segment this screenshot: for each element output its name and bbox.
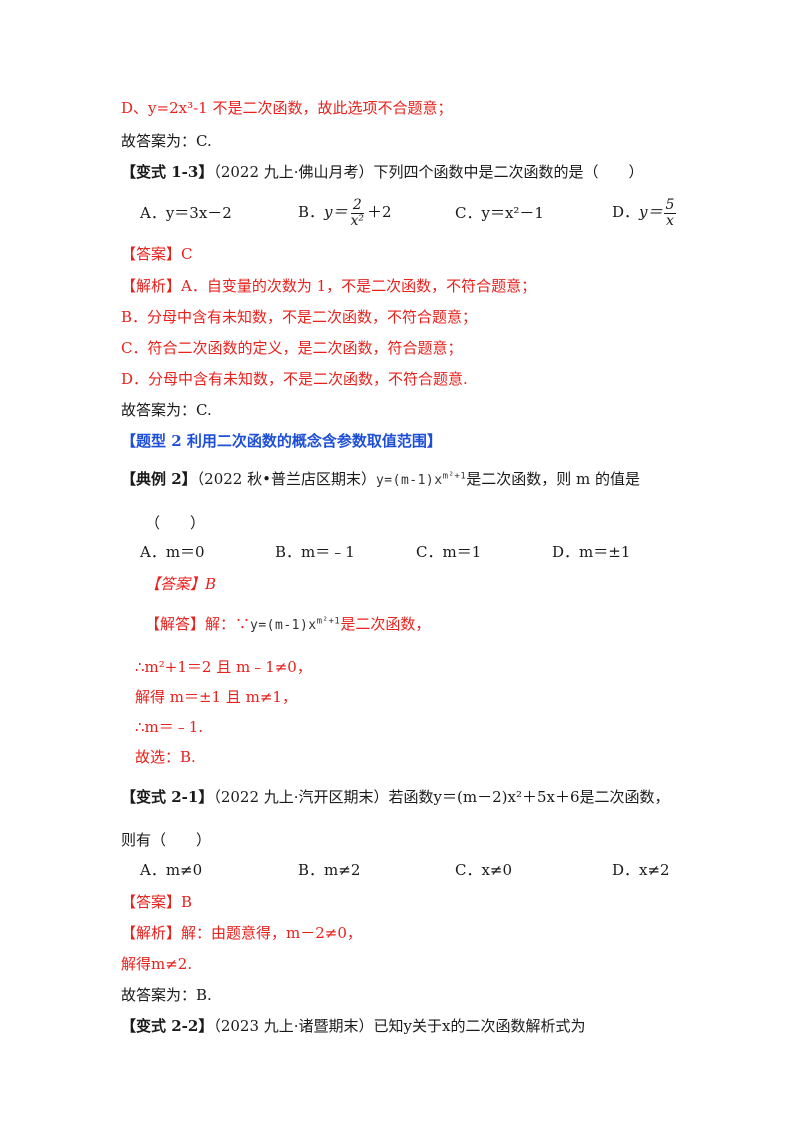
fraction-denominator: x bbox=[666, 212, 674, 229]
variant-tag: 【变式 2-2】 bbox=[121, 1017, 214, 1035]
question-source: （2022 秋•普兰店区期末） bbox=[196, 470, 376, 488]
option-var: y＝ bbox=[324, 203, 348, 221]
equation-exponent: m²+1 bbox=[442, 471, 467, 482]
option-a: A．y＝3x－2 bbox=[140, 204, 232, 222]
question-text: 是二次函数，则 m 的值是 bbox=[466, 470, 641, 488]
option-label: D． bbox=[612, 203, 640, 221]
analysis-line: D．分母中含有未知数，不是二次函数，不符合题意. bbox=[121, 370, 468, 388]
analysis-line: 解得m≠2. bbox=[121, 955, 193, 973]
answer-label: 【答案】B bbox=[121, 893, 193, 911]
question-variant-1-3: 【变式 1-3】（2022 九上·佛山月考）下列四个函数中是二次函数的是（ ） bbox=[121, 161, 644, 183]
question-text: （2022 九上·汽开区期末）若函数y＝(m－2)x²＋5x＋6是二次函数， bbox=[213, 788, 670, 806]
option-b: B．m≠2 bbox=[298, 861, 361, 879]
solution-line: 【解答】解：∵y=(m-1)xm²+1是二次函数， bbox=[145, 613, 430, 637]
solution-line: 解得 m＝±1 且 m≠1， bbox=[135, 688, 297, 706]
option-c: C．m＝1 bbox=[416, 543, 482, 561]
solution-line: ∴m＝﹣1. bbox=[135, 718, 204, 736]
option-var: y＝ bbox=[639, 203, 663, 221]
solution-line: ∴m²+1＝2 且 m﹣1≠0， bbox=[135, 658, 312, 676]
fraction-denominator: x² bbox=[350, 212, 365, 229]
solution-tail: 是二次函数， bbox=[340, 615, 431, 633]
analysis-line: 【解析】A．自变量的次数为 1，不是二次函数，不符合题意； bbox=[121, 277, 537, 295]
solution-line: 故选：B. bbox=[135, 748, 196, 766]
question-example-2: 【典例 2】（2022 秋•普兰店区期末）y=(m-1)xm²+1是二次函数，则… bbox=[121, 468, 640, 492]
option-a: A．m＝0 bbox=[140, 543, 205, 561]
answer-label: 【答案】C bbox=[121, 245, 193, 263]
answer-line: 故答案为：C. bbox=[121, 401, 212, 419]
question-variant-2-1: 【变式 2-1】（2022 九上·汽开区期末）若函数y＝(m－2)x²＋5x＋6… bbox=[121, 786, 670, 808]
equation-image: y=(m-1)xm²+1 bbox=[250, 616, 341, 633]
option-b: B．m＝﹣1 bbox=[275, 543, 355, 561]
question-text: （2022 九上·佛山月考）下列四个函数中是二次函数的是（ ） bbox=[213, 163, 644, 181]
equation-base: y=(m-1)x bbox=[250, 618, 317, 633]
text-line: D、y=2x³-1 不是二次函数，故此选项不合题意； bbox=[121, 97, 452, 119]
fraction-numerator: 5 bbox=[663, 196, 677, 214]
section-heading: 【题型 2 利用二次函数的概念含参数取值范围】 bbox=[121, 432, 442, 450]
analysis-line: B．分母中含有未知数，不是二次函数，不符合题意； bbox=[121, 308, 478, 326]
answer-line: 故答案为：C. bbox=[121, 132, 212, 150]
variant-tag: 【变式 2-1】 bbox=[121, 788, 214, 806]
analysis-line: 【解析】解：由题意得，m－2≠0， bbox=[121, 924, 362, 942]
answer-blank: （ ） bbox=[145, 514, 206, 532]
option-c: C．y＝x²－1 bbox=[455, 204, 544, 222]
option-c: C．x≠0 bbox=[455, 861, 513, 879]
option-d: D．x≠2 bbox=[612, 861, 670, 879]
example-tag: 【典例 2】 bbox=[121, 470, 197, 488]
question-variant-2-2: 【变式 2-2】（2023 九上·诸暨期末）已知y关于x的二次函数解析式为 bbox=[121, 1015, 585, 1037]
solution-prefix: 【解答】解：∵ bbox=[145, 615, 251, 633]
analysis-line: C．符合二次函数的定义，是二次函数，符合题意； bbox=[121, 339, 463, 357]
option-a: A．m≠0 bbox=[140, 861, 203, 879]
option-tail: ＋2 bbox=[367, 203, 392, 221]
variant-tag: 【变式 1-3】 bbox=[121, 163, 214, 181]
option-label: B． bbox=[298, 203, 325, 221]
option-d: D．m＝±1 bbox=[552, 543, 631, 561]
answer-label: 【答案】B bbox=[145, 575, 217, 593]
equation-exponent: m²+1 bbox=[316, 616, 341, 627]
question-text: （2023 九上·诸暨期末）已知y关于x的二次函数解析式为 bbox=[213, 1017, 586, 1035]
equation-base: y=(m-1)x bbox=[375, 473, 443, 488]
question-continuation: 则有（ ） bbox=[121, 831, 212, 849]
answer-line: 故答案为：B. bbox=[121, 986, 212, 1004]
equation-image: y=(m-1)xm²+1 bbox=[375, 471, 467, 488]
fraction-numerator: 2 bbox=[350, 196, 364, 214]
option-d-conclusion: D、y=2x³-1 不是二次函数，故此选项不合题意； bbox=[121, 99, 453, 117]
